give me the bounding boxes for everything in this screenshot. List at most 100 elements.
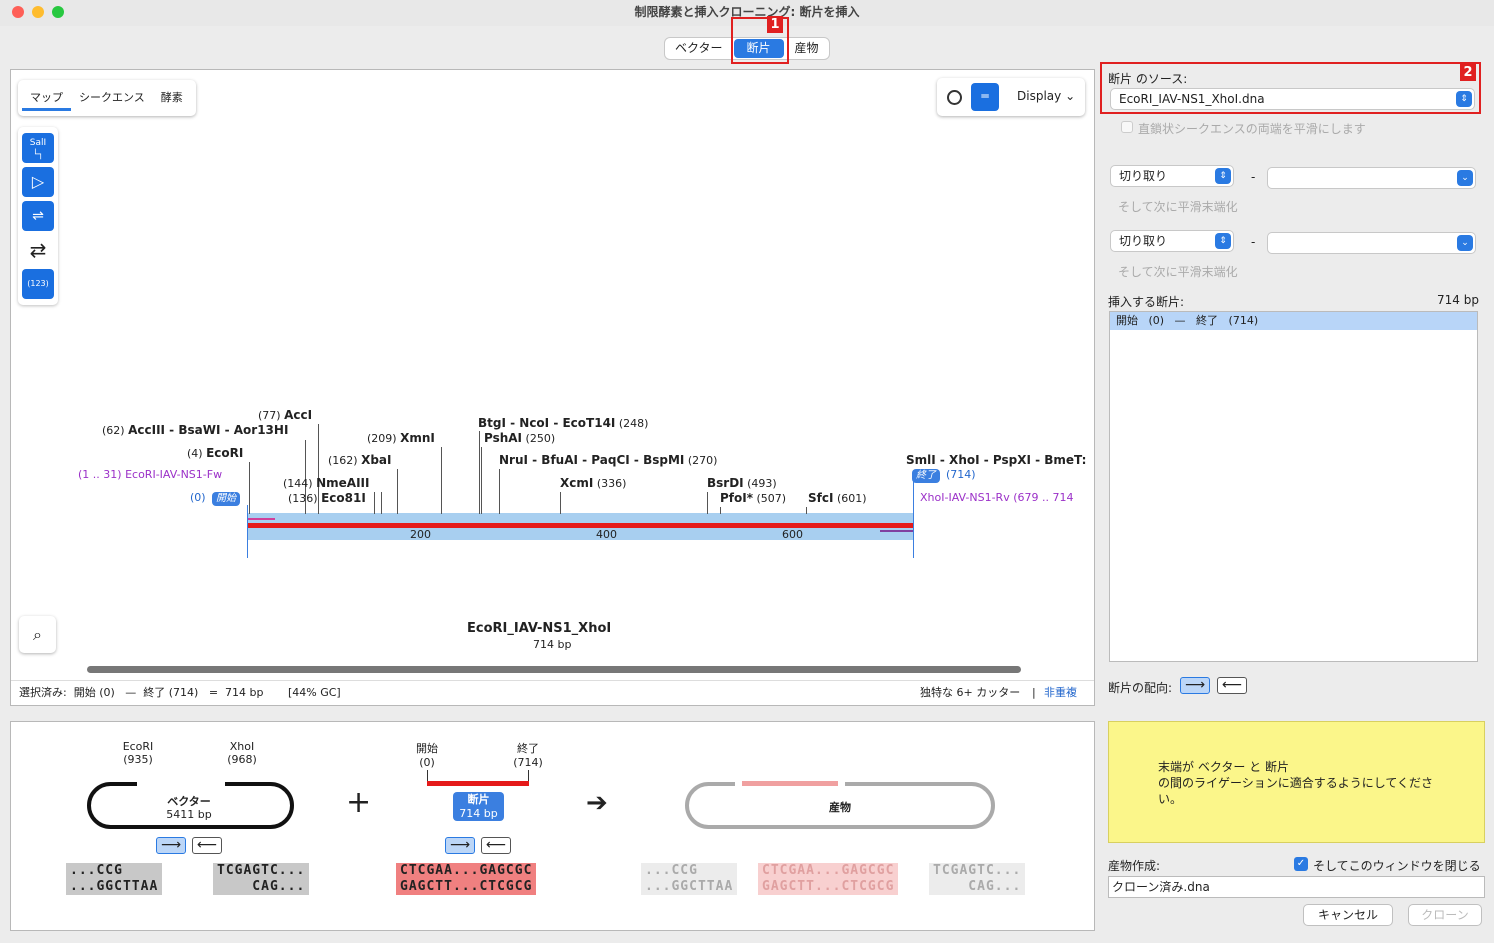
site-label[interactable]: (77) AccI <box>258 408 313 422</box>
site-label[interactable]: NruI - BfuAI - PaqCI - BspMI (270) <box>499 453 718 467</box>
insert-label: 挿入する断片: <box>1108 295 1185 309</box>
orfs-toggle-icon[interactable]: ⇄ <box>22 235 54 265</box>
site-label[interactable]: (144) NmeAIII <box>283 476 370 490</box>
message-text: 末端が ベクター と 断片 の間のライゲーションに適合するようにしてくださ い。 <box>1158 760 1434 806</box>
cancel-button[interactable]: キャンセル <box>1303 904 1393 926</box>
filename-input[interactable]: クローン済み.dna <box>1108 876 1485 898</box>
insert-size: 714 bp <box>1437 293 1479 307</box>
vector-reverse-button[interactable]: ⟵ <box>192 837 222 854</box>
map-title: EcoRI_IAV-NS1_XhoI <box>467 621 612 636</box>
tab-vector[interactable]: ベクター <box>675 41 723 55</box>
site-label[interactable]: XcmI (336) <box>560 476 627 490</box>
status-bar: 選択済み: 開始 (0) — 終了 (714) = 714 bp [44% GC… <box>11 680 1094 704</box>
start-marker[interactable] <box>247 505 248 558</box>
site-label[interactable]: (136) Eco81I <box>288 491 366 505</box>
tab-fragment[interactable]: 断片 <box>733 39 784 58</box>
updown-icon: ⇕ <box>1215 233 1231 249</box>
product-seq-left: ...CCG ...GGCTTAA <box>641 863 738 895</box>
blunt-then-1: そして次に平滑末端化 <box>1118 200 1238 214</box>
site-label[interactable]: BsrDI (493) <box>707 476 777 490</box>
primer-fw-mark <box>247 518 275 520</box>
enzyme-select-2[interactable]: ⌄ <box>1267 232 1476 254</box>
selection-bar <box>247 523 914 528</box>
vector-left-site: EcoRI(935) <box>122 740 154 766</box>
site-label[interactable]: SfcI (601) <box>808 491 867 505</box>
cut-select-2[interactable]: 切り取り⇕ <box>1110 230 1234 252</box>
cutters-filter[interactable]: 独特な 6+ カッター <box>920 686 1021 699</box>
enzyme-select-1[interactable]: ⌄ <box>1267 167 1476 189</box>
product-label: 産物作成: <box>1108 859 1161 873</box>
blunt-both-checkbox[interactable] <box>1121 121 1133 133</box>
site-label[interactable]: (209) XmnI <box>367 431 435 445</box>
minimize-window-icon[interactable] <box>32 6 44 18</box>
tab-sequence[interactable]: シークエンス <box>79 91 145 104</box>
chevron-down-icon: ⌄ <box>1457 235 1473 251</box>
close-window-icon[interactable] <box>12 6 24 18</box>
message-box: 末端が ベクター と 断片 の間のライゲーションに適合するようにしてくださ い。 <box>1108 721 1485 843</box>
tab-product[interactable]: 産物 <box>794 41 819 55</box>
fragment-reverse-button[interactable]: ⟵ <box>481 837 511 854</box>
tick-400: 400 <box>596 528 617 541</box>
vector-left-end-seq: ...CCG ...GGCTTAA <box>66 863 163 895</box>
updown-icon: ⇕ <box>1456 91 1472 107</box>
clone-button[interactable]: クローン <box>1408 904 1482 926</box>
enzyme-sites-toggle[interactable]: SalI└┐ <box>22 133 54 163</box>
window-title: 制限酵素と挿入クローニング: 断片を挿入 <box>634 5 860 19</box>
vector-gap <box>137 778 225 786</box>
arrow-right-icon: ➔ <box>586 788 608 818</box>
numbers-toggle[interactable]: (123) <box>22 269 54 299</box>
frag-end-label: 終了(714) <box>513 742 543 769</box>
fragment-forward-button[interactable]: ⟶ <box>445 837 475 854</box>
site-label[interactable]: (62) AccIII - BsaWI - Aor13HI <box>102 423 289 437</box>
tab-map[interactable]: マップ <box>22 85 71 111</box>
map-length: 714 bp <box>533 638 572 651</box>
site-label[interactable]: BtgI - NcoI - EcoT14I (248) <box>478 416 649 430</box>
start-badge[interactable]: 開始 <box>212 492 240 506</box>
end-badge[interactable]: 終了 <box>912 469 940 483</box>
horizontal-scrollbar[interactable] <box>87 666 1021 673</box>
tick-200: 200 <box>410 528 431 541</box>
source-value: EcoRI_IAV-NS1_XhoI.dna <box>1119 92 1265 106</box>
end-marker[interactable] <box>913 480 914 558</box>
site-label[interactable]: (162) XbaI <box>328 453 392 467</box>
linear-view-icon[interactable]: ═ <box>971 83 999 111</box>
close-window-checkbox[interactable]: ✓ <box>1294 857 1308 871</box>
site-label[interactable]: SmlI - XhoI - PspXI - BmeT: <box>906 453 1087 467</box>
orientation-label: 断片の配向: <box>1108 681 1173 695</box>
site-label[interactable]: PfoI* (507) <box>720 491 787 505</box>
annotation-tag-2: 2 <box>1460 64 1476 81</box>
cut-select-1[interactable]: 切り取り⇕ <box>1110 165 1234 187</box>
site-label[interactable]: (4) EcoRI <box>187 446 244 460</box>
vector-right-end-seq: TCGAGTC... CAG... <box>213 863 310 895</box>
primer-rv-label[interactable]: XhoI-IAV-NS1-Rv (679 .. 714 <box>920 491 1074 504</box>
features-toggle-icon[interactable]: ▷ <box>22 167 54 197</box>
orientation-forward-button[interactable]: ⟶ <box>1180 677 1210 694</box>
product-insert-bar <box>742 781 838 786</box>
vector-forward-button[interactable]: ⟶ <box>156 837 186 854</box>
insert-list <box>1109 311 1478 662</box>
orientation-reverse-button[interactable]: ⟵ <box>1217 677 1247 694</box>
plus-sign: + <box>346 785 372 820</box>
tab-enzymes[interactable]: 酵素 <box>160 91 183 104</box>
insert-list-row[interactable]: 開始 (0) — 終了 (714) <box>1110 312 1477 330</box>
primer-fw-label[interactable]: (1 .. 31) EcoRI-IAV-NS1-Fw <box>78 468 223 481</box>
close-window-label: そしてこのウィンドウを閉じる <box>1313 859 1481 873</box>
zoom-window-icon[interactable] <box>52 6 64 18</box>
map-view-tabs: マップ シークエンス 酵素 <box>18 80 196 116</box>
sali-label: SalI <box>29 138 47 148</box>
chevron-down-icon: ⌄ <box>1065 89 1076 103</box>
site-label[interactable]: PshAI (250) <box>484 431 556 445</box>
display-menu[interactable]: Display ⌄ <box>1017 89 1075 103</box>
vector-size: 5411 bp <box>166 808 212 821</box>
nonredundant-link[interactable]: 非重複 <box>1044 686 1077 699</box>
circular-view-icon[interactable] <box>947 90 962 105</box>
updown-icon: ⇕ <box>1215 168 1231 184</box>
primer-rv-mark <box>880 530 914 532</box>
selection-status: 選択済み: 開始 (0) — 終了 (714) = 714 bp [44% GC… <box>19 686 341 699</box>
primers-toggle-icon[interactable]: ⇌ <box>22 201 54 231</box>
search-icon[interactable]: ⌕ <box>19 616 56 653</box>
product-seq-right: TCGAGTC... CAG... <box>929 863 1026 895</box>
end-pos: (714) <box>946 468 976 481</box>
source-select[interactable]: EcoRI_IAV-NS1_XhoI.dna ⇕ <box>1110 88 1475 110</box>
